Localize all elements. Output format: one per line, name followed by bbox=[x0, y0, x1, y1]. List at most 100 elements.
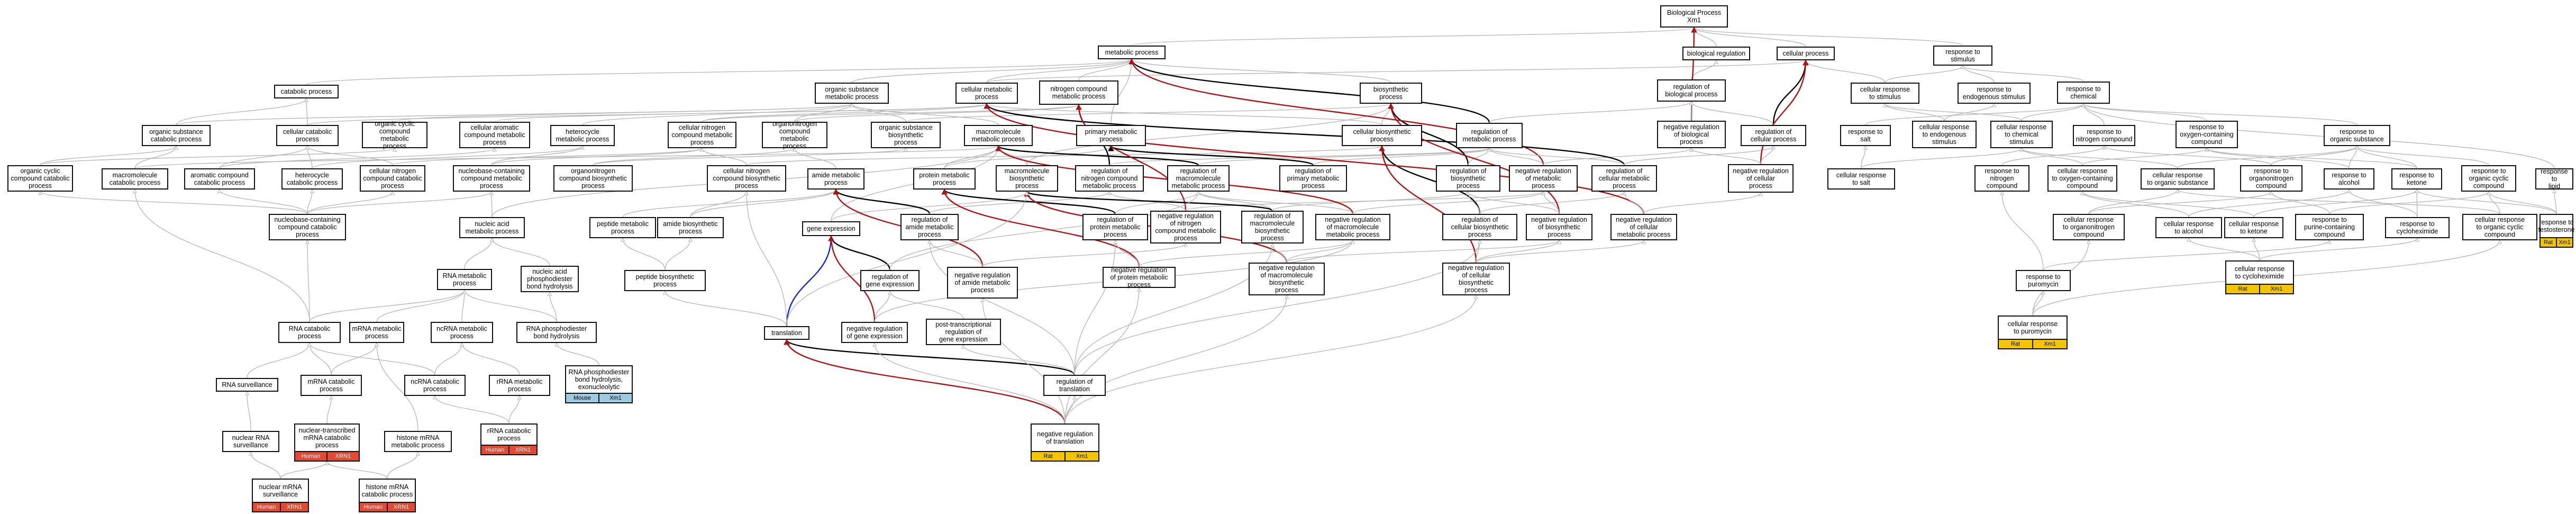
go-term-label: organic cyclic compound metabolic proces… bbox=[375, 120, 415, 150]
edge-path bbox=[387, 452, 418, 479]
go-term-resp-org-cyc: response to organic cyclic compound bbox=[2461, 165, 2516, 192]
gene-tag: XRN1 bbox=[387, 503, 415, 511]
edge-path bbox=[307, 240, 310, 322]
edge-arrowhead bbox=[688, 237, 693, 242]
go-term-label: cellular response to chemical stimulus bbox=[1996, 123, 2047, 146]
go-term-cell-n: cellular nitrogen compound metabolic pro… bbox=[668, 122, 736, 148]
edge-path bbox=[2083, 103, 2555, 169]
go-term-label: regulation of nitrogen compound metaboli… bbox=[1081, 167, 1138, 190]
go-term-label: nitrogen compound metabolic process bbox=[1050, 85, 1107, 100]
go-term-primary: primary metabolic process bbox=[1076, 125, 1146, 146]
edge-path bbox=[464, 290, 557, 322]
go-term-cell-resp-ket: cellular response to ketone bbox=[2224, 217, 2283, 238]
go-term-resp-alcohol: response to alcohol bbox=[2324, 168, 2374, 190]
edge-path bbox=[1861, 148, 2022, 169]
edge-arrowhead bbox=[744, 191, 749, 195]
go-term-nbc-metab: nucleobase-containing compound metabolic… bbox=[453, 165, 530, 192]
go-term-label: regulation of biosynthetic process bbox=[1450, 167, 1487, 190]
edge-path bbox=[1624, 146, 1774, 166]
go-term-macromol: macromolecule metabolic process bbox=[964, 125, 1033, 146]
edge-path bbox=[309, 290, 465, 322]
edge-path bbox=[2329, 191, 2489, 214]
go-term-label: cellular nitrogen compound metabolic pro… bbox=[671, 124, 733, 146]
go-term-label: cellular response to cycloheximide bbox=[2234, 265, 2285, 280]
edge-arrowhead bbox=[2552, 188, 2557, 193]
edge-path bbox=[1489, 101, 1692, 123]
edge-path bbox=[690, 191, 747, 218]
gene-tag: Xm1 bbox=[2032, 340, 2067, 348]
edge-arrowhead bbox=[462, 289, 467, 294]
go-term-rna-metab: RNA metabolic process bbox=[437, 269, 492, 290]
go-term-label: heterocycle metabolic process bbox=[556, 128, 609, 143]
go-term-cell-cat: cellular catabolic process bbox=[276, 125, 339, 146]
edge-path bbox=[1286, 240, 1560, 263]
go-term-label: regulation of cellular metabolic process bbox=[1598, 167, 1650, 190]
edge-path bbox=[830, 236, 876, 322]
edge-path bbox=[1489, 148, 1544, 166]
go-term-label: aromatic compound catabolic process bbox=[190, 172, 249, 186]
edge-arrowhead bbox=[1113, 239, 1118, 244]
edge-path bbox=[247, 391, 251, 431]
edge-path bbox=[1109, 148, 1490, 166]
edge-path bbox=[2488, 191, 2557, 214]
go-term-label: regulation of gene expression bbox=[866, 273, 914, 288]
edge-path bbox=[1962, 65, 2084, 82]
go-term-hetero-cat: heterocycle catabolic process bbox=[281, 168, 343, 190]
go-term-label: biosynthetic process bbox=[1373, 86, 1408, 101]
edge-path bbox=[905, 103, 1391, 122]
edge-path bbox=[461, 342, 520, 375]
go-term-label: RNA surveillance bbox=[222, 381, 272, 389]
edge-arrowhead bbox=[2101, 145, 2107, 150]
edge-path bbox=[491, 148, 703, 166]
edge-path bbox=[1390, 103, 1560, 214]
go-term-cell-arom: cellular aromatic compound metabolic pro… bbox=[459, 122, 530, 148]
edge-path bbox=[491, 238, 550, 266]
edge-path bbox=[2088, 191, 2272, 214]
go-term-reg-metab: regulation of metabolic process bbox=[1456, 123, 1523, 148]
edge-path bbox=[1313, 148, 1490, 166]
edge-arrowhead bbox=[941, 188, 948, 195]
go-term-label: peptide biosynthetic process bbox=[635, 273, 695, 288]
go-term-cell-resp-alc: cellular response to alcohol bbox=[2155, 217, 2222, 238]
edge-path bbox=[997, 145, 1199, 166]
go-term-org-subst-cat: organic substance catabolic process bbox=[142, 125, 211, 146]
go-term-neg-reg-macro: negative regulation of macromolecule met… bbox=[1315, 214, 1390, 240]
species-tag: Rat bbox=[1999, 340, 2032, 348]
edge-path bbox=[1110, 145, 1314, 166]
edge-arrowhead bbox=[174, 145, 179, 150]
go-term-neg-reg-macro-bio: negative regulation of macromolecule bio… bbox=[1249, 263, 1325, 295]
edge-path bbox=[665, 291, 787, 327]
go-term-label: nucleobase-containing compound catabolic… bbox=[274, 216, 341, 238]
edge-path bbox=[665, 238, 691, 270]
go-term-label: ncRNA metabolic process bbox=[436, 325, 487, 340]
edge-path bbox=[40, 148, 395, 166]
edge-path bbox=[326, 461, 388, 479]
go-term-label: regulation of primary metabolic process bbox=[1287, 167, 1340, 190]
edge-arrowhead bbox=[1136, 287, 1142, 292]
go-term-metabolic: metabolic process bbox=[1098, 46, 1166, 59]
go-term-label: histone mRNA metabolic process bbox=[391, 434, 445, 449]
edge-arrowhead bbox=[1556, 239, 1562, 244]
edge-arrowhead bbox=[1284, 294, 1289, 299]
go-term-cellular: cellular process bbox=[1777, 47, 1835, 60]
go-term-label: response to alcohol bbox=[2332, 172, 2366, 186]
edge-arrowhead bbox=[2486, 191, 2491, 195]
edge-arrowhead bbox=[1107, 191, 1112, 195]
go-term-arom-cat: aromatic compound catabolic process bbox=[184, 168, 255, 190]
edge-path bbox=[2021, 103, 2084, 121]
go-term-cell-resp-o2: cellular response to oxygen-containing c… bbox=[2047, 165, 2117, 192]
edge-arrowhead bbox=[792, 147, 797, 152]
go-term-label: response to salt bbox=[1848, 128, 1883, 143]
go-term-rrna-metab: rRNA metabolic process bbox=[489, 375, 550, 396]
go-term-macro-bio: macromolecule biosynthetic process bbox=[996, 165, 1058, 192]
go-term-resp-stim: response to stimulus bbox=[1933, 46, 1992, 66]
go-term-label: negative regulation of gene expression bbox=[846, 325, 903, 340]
edge-path bbox=[1691, 60, 1717, 80]
edge-path bbox=[1690, 27, 1695, 121]
go-term-label: response to chemical bbox=[2066, 85, 2101, 100]
edge-arrowhead bbox=[828, 235, 834, 241]
edge-arrowhead bbox=[927, 239, 932, 244]
